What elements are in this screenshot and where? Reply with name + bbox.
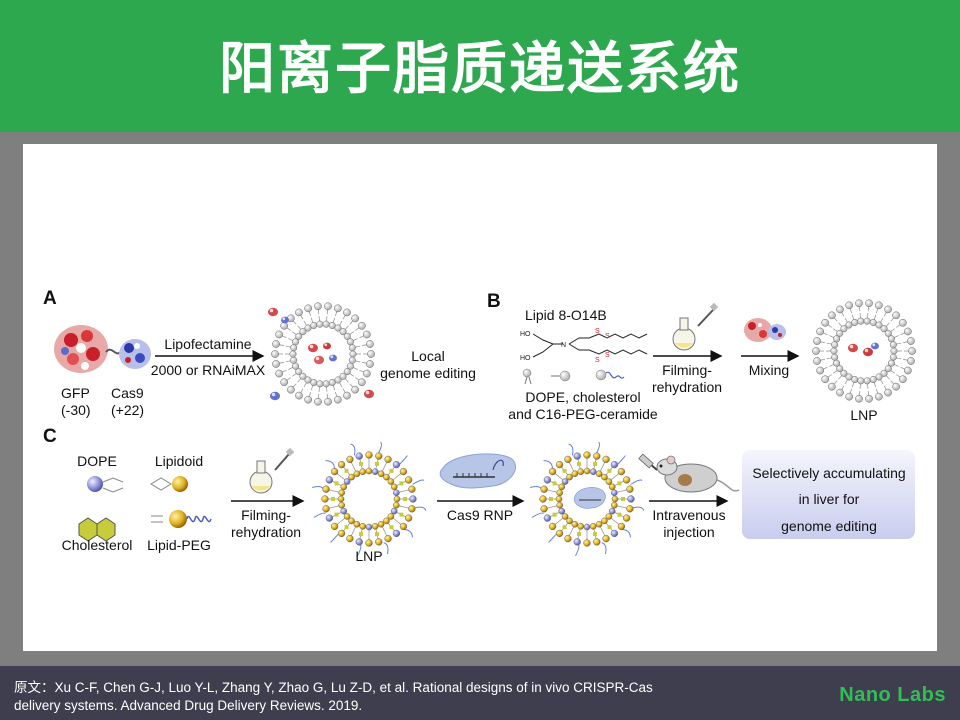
helpers-line2: and C16-PEG-ceramide xyxy=(508,406,658,422)
brand-logo: Nano Labs xyxy=(839,684,946,706)
b-step2: Mixing xyxy=(749,362,789,378)
svg-text:HO: HO xyxy=(520,331,531,338)
svg-text:S: S xyxy=(595,357,600,364)
c-step3-line2: injection xyxy=(663,524,714,540)
lipidoid-icon xyxy=(150,476,188,492)
outcome-line3: genome editing xyxy=(781,518,877,534)
lipidoid-label: Lipidoid xyxy=(155,453,203,469)
b-step1-line2: rehydration xyxy=(652,379,722,395)
c-step3-line1: Intravenous xyxy=(652,507,725,523)
cas9-label: Cas9 xyxy=(111,385,144,401)
c-step2: Cas9 RNP xyxy=(447,507,513,523)
lnp-empty xyxy=(312,441,427,557)
c-step1-line1: Filming- xyxy=(241,507,291,523)
citation-line1: 原文：Xu C-F, Chen G-J, Luo Y-L, Zhang Y, Z… xyxy=(14,680,653,695)
syringe-mouse-icon xyxy=(638,453,740,493)
panel-a-label: A xyxy=(43,288,57,309)
footer-bar: 原文：Xu C-F, Chen G-J, Luo Y-L, Zhang Y, Z… xyxy=(0,666,960,720)
citation: 原文：Xu C-F, Chen G-J, Luo Y-L, Zhang Y, Z… xyxy=(14,679,774,715)
lipid-name: Lipid 8-O14B xyxy=(525,307,607,323)
svg-text:S: S xyxy=(605,352,610,359)
c-lnp-label: LNP xyxy=(355,548,382,564)
figure-panel: A GFP (-30) Cas9 (+22) Lipofectamine 200… xyxy=(23,144,937,651)
lipid-peg-label: Lipid-PEG xyxy=(147,537,211,553)
flask-pipette-icon-b xyxy=(672,302,719,351)
cas-delivery-figure: A GFP (-30) Cas9 (+22) Lipofectamine 200… xyxy=(43,288,916,564)
dope-label: DOPE xyxy=(77,453,117,469)
liposome-a xyxy=(268,302,375,406)
cas9-charge: (+22) xyxy=(111,402,144,418)
cas9-protein-icon xyxy=(119,339,151,369)
outcome-box xyxy=(742,450,915,539)
result-line2: genome editing xyxy=(380,365,476,381)
outcome-line1: Selectively accumulating xyxy=(752,465,905,481)
svg-text:S: S xyxy=(595,328,600,335)
panel-c-label: C xyxy=(43,426,57,447)
b-product: LNP xyxy=(850,407,877,423)
reagent-line2: 2000 or RNAiMAX xyxy=(151,362,266,378)
cholesterol-label: Cholesterol xyxy=(62,537,133,553)
gfp-label: GFP xyxy=(61,385,90,401)
flask-pipette-icon-c xyxy=(249,447,295,494)
panel-b-label: B xyxy=(487,291,501,312)
helpers-line1: DOPE, cholesterol xyxy=(525,389,640,405)
dope-icon xyxy=(87,476,124,493)
cas9-rnp-icon xyxy=(439,453,516,489)
result-line1: Local xyxy=(411,348,444,364)
svg-text:N: N xyxy=(561,342,566,349)
citation-line2: delivery systems. Advanced Drug Delivery… xyxy=(14,698,363,713)
slide-title: 阳离子脂质递送系统 xyxy=(219,37,741,102)
svg-text:HO: HO xyxy=(520,355,531,362)
helper-lipids-icon xyxy=(522,368,625,385)
reagent-line1: Lipofectamine xyxy=(164,336,251,352)
lipid-structure-icon: HO HO N S S S S xyxy=(520,328,648,364)
gfp-charge: (-30) xyxy=(61,402,91,418)
svg-text:S: S xyxy=(605,333,610,340)
lipid-peg-icon xyxy=(151,510,212,528)
c-step1-line2: rehydration xyxy=(231,524,301,540)
liposome-b xyxy=(812,299,916,403)
cholesterol-icon xyxy=(78,517,116,542)
gfp-protein-icon xyxy=(54,325,108,373)
b-step1-line1: Filming- xyxy=(662,362,712,378)
title-bar: 阳离子脂质递送系统 xyxy=(0,0,960,132)
outcome-line2: in liver for xyxy=(799,491,860,507)
protein-cluster-icon xyxy=(744,318,786,342)
lnp-loaded xyxy=(530,441,645,557)
